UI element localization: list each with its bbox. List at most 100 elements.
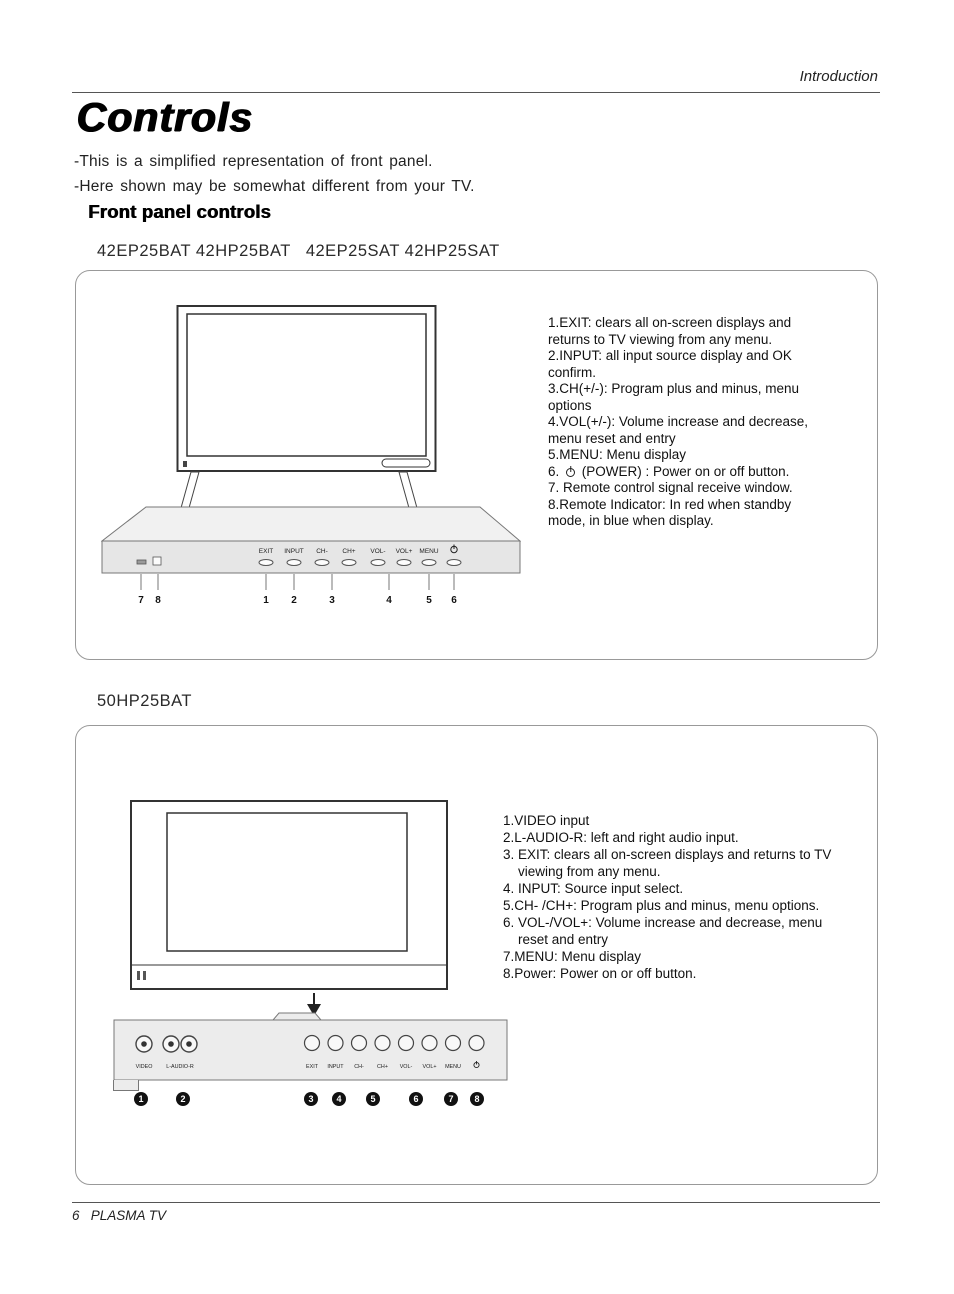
panel-top-face (101, 506, 521, 542)
video-jack (135, 1035, 153, 1053)
header-rule (72, 92, 880, 93)
tv-front-diagram (176, 305, 437, 509)
button-panel-diagram: EXIT INPUT CH- CH+ VOL- VOL+ MENU (101, 506, 521, 606)
power-icon (473, 1061, 480, 1069)
power-button (446, 559, 462, 566)
callout-number-2: 2 (291, 595, 297, 606)
description-item: 2.INPUT: all input source display and OK… (548, 348, 792, 380)
description-item: 3. EXIT: clears all on-screen displays a… (503, 847, 832, 879)
tv-front-diagram-50 (130, 800, 448, 1016)
ch-minus-button-label: CH- (316, 548, 328, 555)
description-item: 1.EXIT: clears all on-screen displays an… (548, 315, 792, 347)
page-title: Controls (76, 94, 253, 140)
callout-number-1: 1 (263, 595, 269, 606)
power-line-prefix: 6. (548, 463, 564, 479)
vol-plus-button (396, 559, 412, 566)
vol-minus-button-label: VOL- (400, 1064, 413, 1070)
description-item: 1.VIDEO input (503, 813, 590, 828)
input-button (327, 1034, 344, 1052)
callout-number-8: 8 (155, 595, 161, 606)
callout-number-5: 5 (366, 1092, 380, 1106)
control-descriptions-42: 1.EXIT: clears all on-screen displays an… (548, 315, 828, 530)
audio-right-jack (180, 1035, 198, 1053)
ch-plus-button (374, 1034, 391, 1052)
video-jack-label: VIDEO (136, 1064, 153, 1070)
vol-plus-button-label: VOL+ (423, 1064, 437, 1070)
model-heading-50hp25bat: 50HP25BAT (97, 692, 192, 710)
callout-number-4: 4 (332, 1092, 346, 1106)
ch-minus-button (314, 559, 330, 566)
chapter-label: Introduction (799, 68, 878, 85)
diagram-box-50-series: VIDEO L-AUDIO-R EXIT INPUT CH- CH+ VOL- … (75, 725, 878, 1185)
menu-button-label: MENU (419, 548, 438, 555)
footer-rule (72, 1202, 880, 1203)
stand-leg-left (180, 471, 200, 509)
description-item: 6. VOL-/VOL+: Volume increase and decrea… (503, 915, 823, 947)
menu-button (421, 559, 437, 566)
description-item: 2.L-AUDIO-R: left and right audio input. (503, 830, 739, 845)
model-list-42-series: 42EP25BAT 42HP25BAT 42EP25SAT 42HP25SAT (97, 242, 500, 260)
audio-jack-label: L-AUDIO-R (166, 1064, 194, 1070)
callout-number-3: 3 (304, 1092, 318, 1106)
pointer-arrow-icon (307, 993, 321, 1016)
description-item: 8.Remote Indicator: In red when standby … (548, 496, 792, 529)
panel-front-face (101, 540, 521, 574)
callout-number-6: 6 (451, 595, 457, 606)
indicator-mark (143, 971, 146, 980)
menu-button-label: MENU (445, 1064, 461, 1070)
power-led (183, 461, 187, 467)
vol-plus-button (421, 1034, 438, 1052)
callout-number-2: 2 (176, 1092, 190, 1106)
connector-panel-diagram: VIDEO L-AUDIO-R EXIT INPUT CH- CH+ VOL- … (113, 1012, 508, 1081)
callout-number-4: 4 (386, 595, 392, 606)
callout-number-7: 7 (444, 1092, 458, 1106)
panel-notch (271, 1012, 323, 1021)
power-button (468, 1034, 485, 1052)
description-item-power: 6. (POWER) : Power on or off button. (548, 464, 828, 481)
ch-plus-button-label: CH+ (342, 548, 355, 555)
callout-number-8: 8 (470, 1092, 484, 1106)
description-item: 8.Power: Power on or off button. (503, 966, 697, 981)
callout-number-6: 6 (409, 1092, 423, 1106)
remote-receive-window (381, 458, 431, 468)
callout-number-1: 1 (134, 1092, 148, 1106)
remote-indicator-light (136, 559, 147, 565)
description-item: 4. INPUT: Source input select. (503, 881, 684, 896)
power-icon (566, 467, 576, 477)
callout-ticks (140, 574, 455, 590)
exit-button (258, 559, 274, 566)
indicator-mark (137, 971, 140, 980)
vol-minus-button (370, 559, 386, 566)
power-line-text: (POWER) : Power on or off button. (578, 463, 790, 479)
vol-plus-button-label: VOL+ (396, 548, 413, 555)
exit-button-label: EXIT (259, 548, 273, 555)
exit-button (303, 1034, 321, 1052)
panel-foot-step (113, 1080, 139, 1091)
callout-number-3: 3 (329, 595, 335, 606)
power-icon (450, 544, 458, 554)
description-item: 4.VOL(+/-): Volume increase and decrease… (548, 414, 809, 446)
intro-line-1: -This is a simplified representation of … (74, 153, 433, 170)
description-item: 3.CH(+/-): Program plus and minus, menu … (548, 381, 799, 413)
ch-minus-button-label: CH- (354, 1064, 364, 1070)
description-item: 7. Remote control signal receive window. (548, 480, 793, 495)
tv-screen (186, 313, 427, 457)
input-button-label: INPUT (327, 1064, 344, 1070)
vol-minus-button (397, 1034, 415, 1052)
diagram-box-42-series: EXIT INPUT CH- CH+ VOL- VOL+ MENU (75, 270, 878, 660)
ch-plus-button (341, 559, 357, 566)
menu-button (444, 1034, 462, 1052)
remote-signal-window (152, 556, 162, 566)
description-item: 5.MENU: Menu display (548, 447, 687, 462)
input-button (286, 559, 302, 566)
ch-plus-button-label: CH+ (377, 1064, 388, 1070)
input-button-label: INPUT (284, 548, 304, 555)
callout-number-5: 5 (426, 595, 432, 606)
tv-screen (166, 812, 408, 952)
page-footer: 6 PLASMA TV (72, 1208, 167, 1223)
audio-left-jack (162, 1035, 180, 1053)
front-panel-controls-heading: Front panel controls (88, 201, 271, 222)
description-item: 5.CH- /CH+: Program plus and minus, menu… (503, 898, 820, 913)
exit-button-label: EXIT (306, 1064, 319, 1070)
